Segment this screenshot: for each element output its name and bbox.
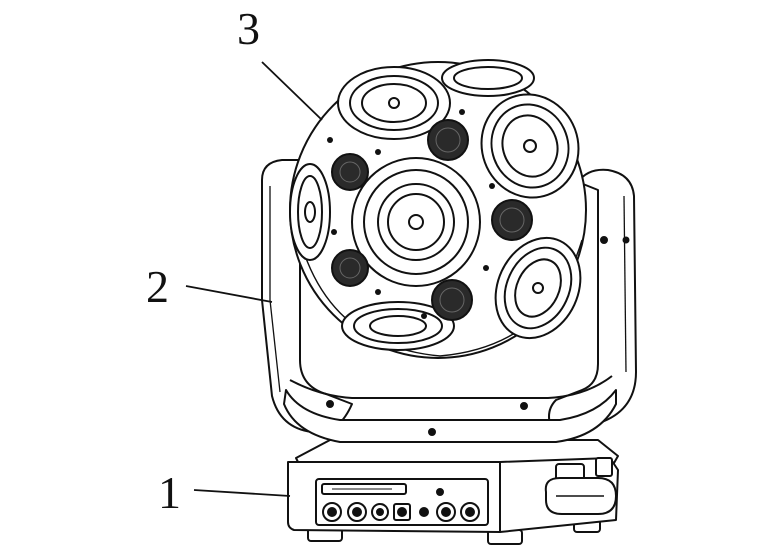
callout-number-yoke: 2 (146, 261, 169, 312)
base-housing (287, 439, 619, 545)
lens-center (351, 157, 481, 287)
yoke-arm (261, 159, 637, 443)
lens-left (289, 163, 331, 261)
led-module (331, 119, 533, 321)
callout-number-base: 1 (158, 467, 181, 518)
callout-number-head: 3 (237, 3, 260, 54)
carry-handle (544, 457, 617, 515)
leader-line-1 (193, 489, 291, 497)
lens-ball-head (289, 59, 587, 359)
lens-upper-right (480, 93, 580, 199)
lens-lower-right (494, 236, 582, 340)
panel-connectors (322, 488, 480, 522)
leader-line-3 (261, 61, 323, 121)
lens-top-left (337, 66, 451, 140)
leader-line-2 (185, 285, 273, 303)
lens-top-right (441, 59, 535, 97)
